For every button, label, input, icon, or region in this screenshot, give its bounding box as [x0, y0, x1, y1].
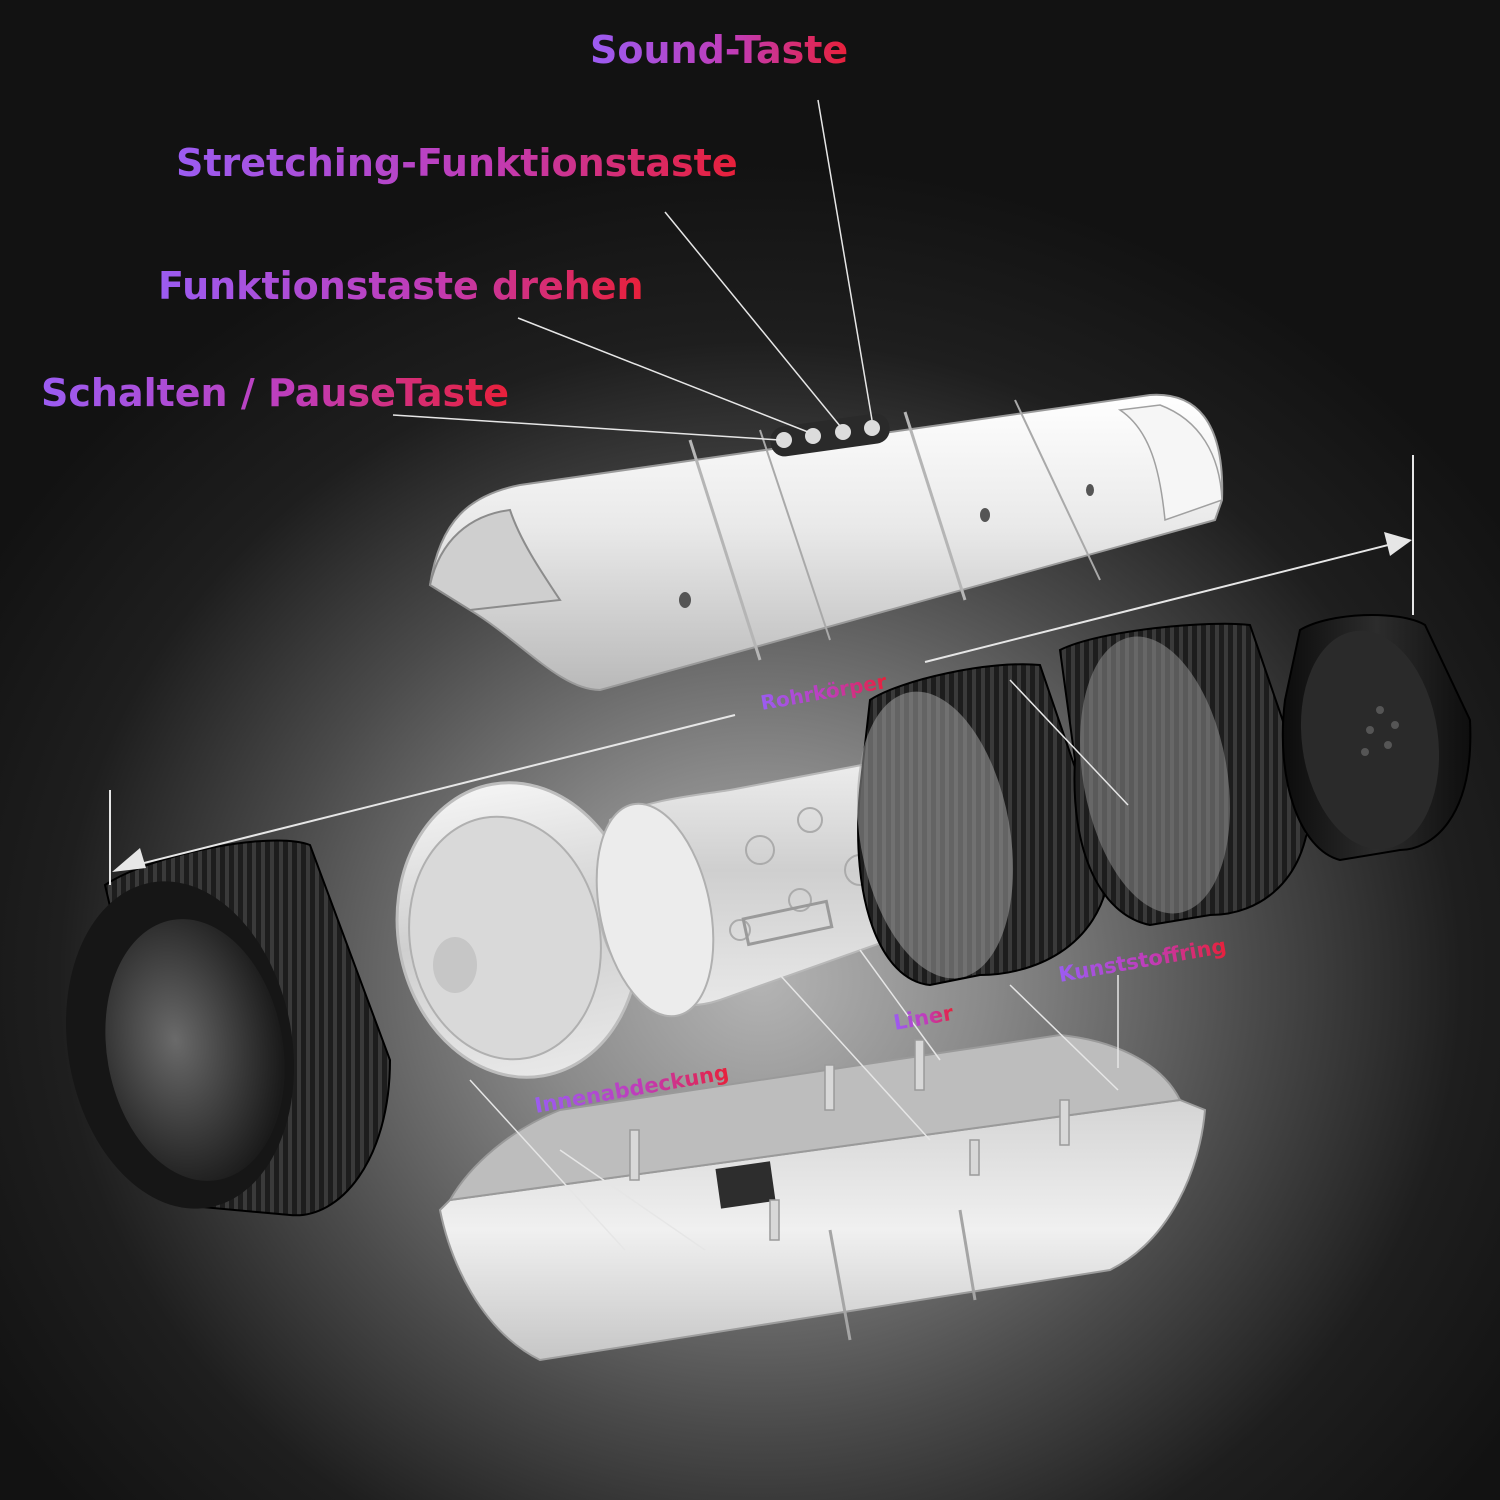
plastic-ring-1: [856, 663, 1112, 987]
inner-cover: [395, 781, 641, 1079]
stretching-button-icon[interactable]: [835, 424, 851, 440]
left-end-cap: [66, 839, 392, 1217]
label-ring: Kunststoffring: [1057, 934, 1228, 987]
length-dimension: [109, 455, 1414, 885]
leader-lines: [392, 99, 1129, 1251]
callout-sound: Sound-Taste: [590, 28, 848, 72]
button-panel[interactable]: [768, 412, 891, 458]
lower-shell: [438, 1033, 1207, 1362]
switch-button-icon[interactable]: [776, 432, 792, 448]
callout-rotate: Funktionstaste drehen: [158, 264, 644, 308]
callout-switch: Schalten / PauseTaste: [41, 371, 509, 415]
upper-shell: [428, 393, 1224, 692]
rotate-button-icon[interactable]: [805, 428, 821, 444]
sound-button-icon[interactable]: [864, 420, 880, 436]
callout-stretching: Stretching-Funktionstaste: [176, 141, 738, 185]
plastic-ring-2: [1058, 622, 1312, 927]
right-end-cap: [1281, 614, 1472, 862]
